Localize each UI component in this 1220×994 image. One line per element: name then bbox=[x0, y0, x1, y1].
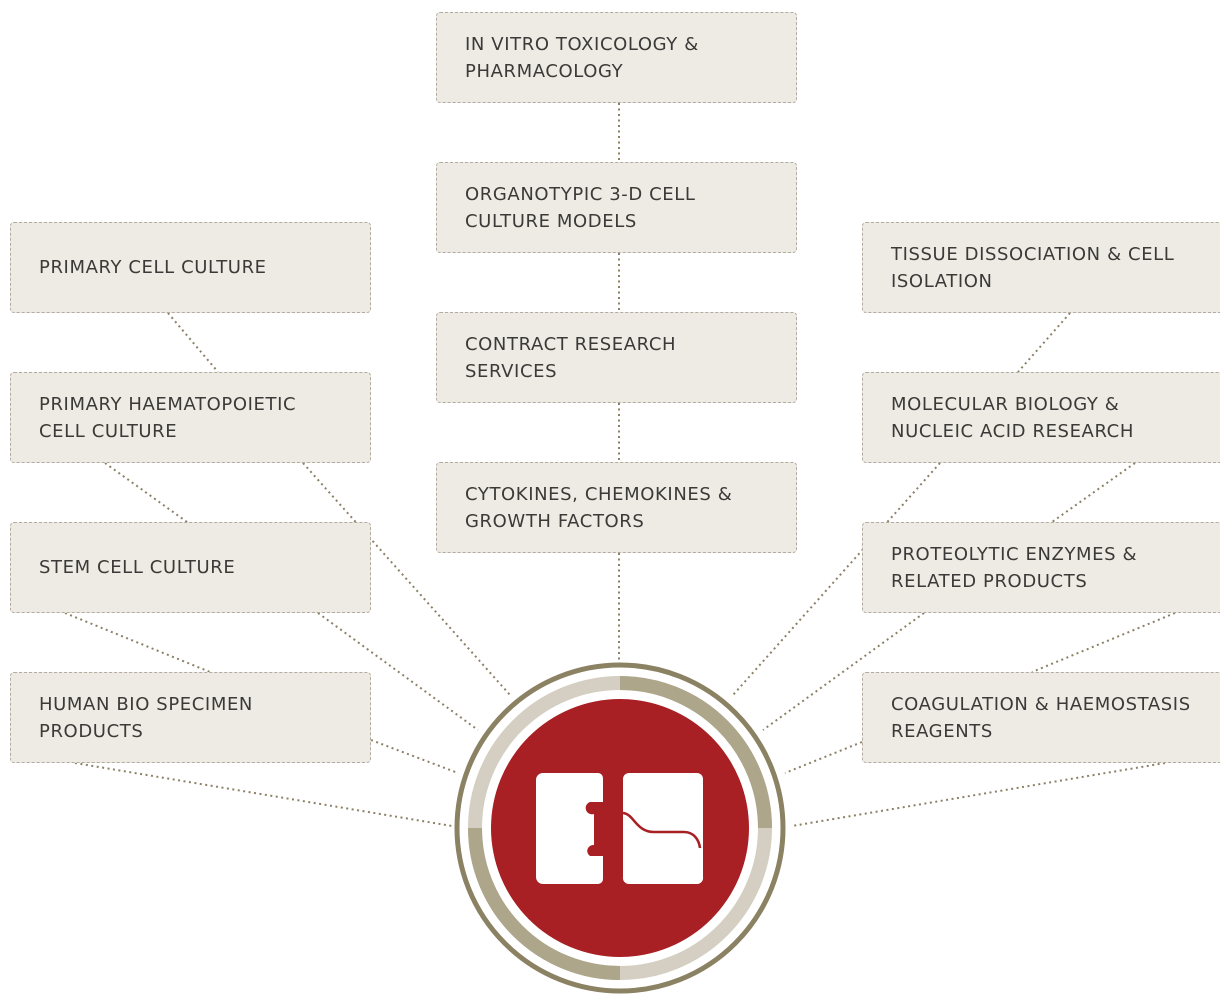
node-label: PRIMARY CELL CULTURE bbox=[39, 257, 267, 278]
node-label: CONTRACT RESEARCH SERVICES bbox=[465, 333, 677, 382]
node-label: PRIMARY HAEMATOPOIETIC CELL CULTURE bbox=[39, 393, 297, 442]
hub-band-dark-bottom-left bbox=[468, 827, 621, 980]
node-tissue-dissociation: TISSUE DISSOCIATION & CELL ISOLATION bbox=[862, 222, 1220, 313]
node-label: STEM CELL CULTURE bbox=[39, 557, 236, 578]
hub-core bbox=[491, 699, 749, 957]
node-primary-haematopoietic: PRIMARY HAEMATOPOIETIC CELL CULTURE bbox=[10, 372, 371, 463]
node-coagulation: COAGULATION & HAEMOSTASIS REAGENTS bbox=[862, 672, 1220, 763]
node-label: PROTEOLYTIC ENZYMES & RELATED PRODUCTS bbox=[891, 543, 1138, 592]
node-in-vitro-toxicology: IN VITRO TOXICOLOGY & PHARMACOLOGY bbox=[436, 12, 797, 103]
node-contract-research: CONTRACT RESEARCH SERVICES bbox=[436, 312, 797, 403]
node-label: COAGULATION & HAEMOSTASIS REAGENTS bbox=[891, 693, 1191, 742]
hub-emblem bbox=[454, 662, 786, 994]
node-proteolytic-enzymes: PROTEOLYTIC ENZYMES & RELATED PRODUCTS bbox=[862, 522, 1220, 613]
node-label: HUMAN BIO SPECIMEN PRODUCTS bbox=[39, 693, 253, 742]
logo-swoosh bbox=[622, 811, 702, 849]
node-stem-cell-culture: STEM CELL CULTURE bbox=[10, 522, 371, 613]
hub-band-dark-top-right bbox=[619, 676, 772, 829]
node-label: ORGANOTYPIC 3-D CELL CULTURE MODELS bbox=[465, 183, 696, 232]
company-logo-icon bbox=[536, 773, 704, 885]
node-label: MOLECULAR BIOLOGY & NUCLEIC ACID RESEARC… bbox=[891, 393, 1134, 442]
node-primary-cell-culture: PRIMARY CELL CULTURE bbox=[10, 222, 371, 313]
node-cytokines: CYTOKINES, CHEMOKINES & GROWTH FACTORS bbox=[436, 462, 797, 553]
node-label: TISSUE DISSOCIATION & CELL ISOLATION bbox=[891, 243, 1175, 292]
node-molecular-biology: MOLECULAR BIOLOGY & NUCLEIC ACID RESEARC… bbox=[862, 372, 1220, 463]
node-label: CYTOKINES, CHEMOKINES & GROWTH FACTORS bbox=[465, 483, 733, 532]
node-organotypic-cell-culture: ORGANOTYPIC 3-D CELL CULTURE MODELS bbox=[436, 162, 797, 253]
node-human-bio-specimen: HUMAN BIO SPECIMEN PRODUCTS bbox=[10, 672, 371, 763]
node-label: IN VITRO TOXICOLOGY & PHARMACOLOGY bbox=[465, 33, 699, 82]
